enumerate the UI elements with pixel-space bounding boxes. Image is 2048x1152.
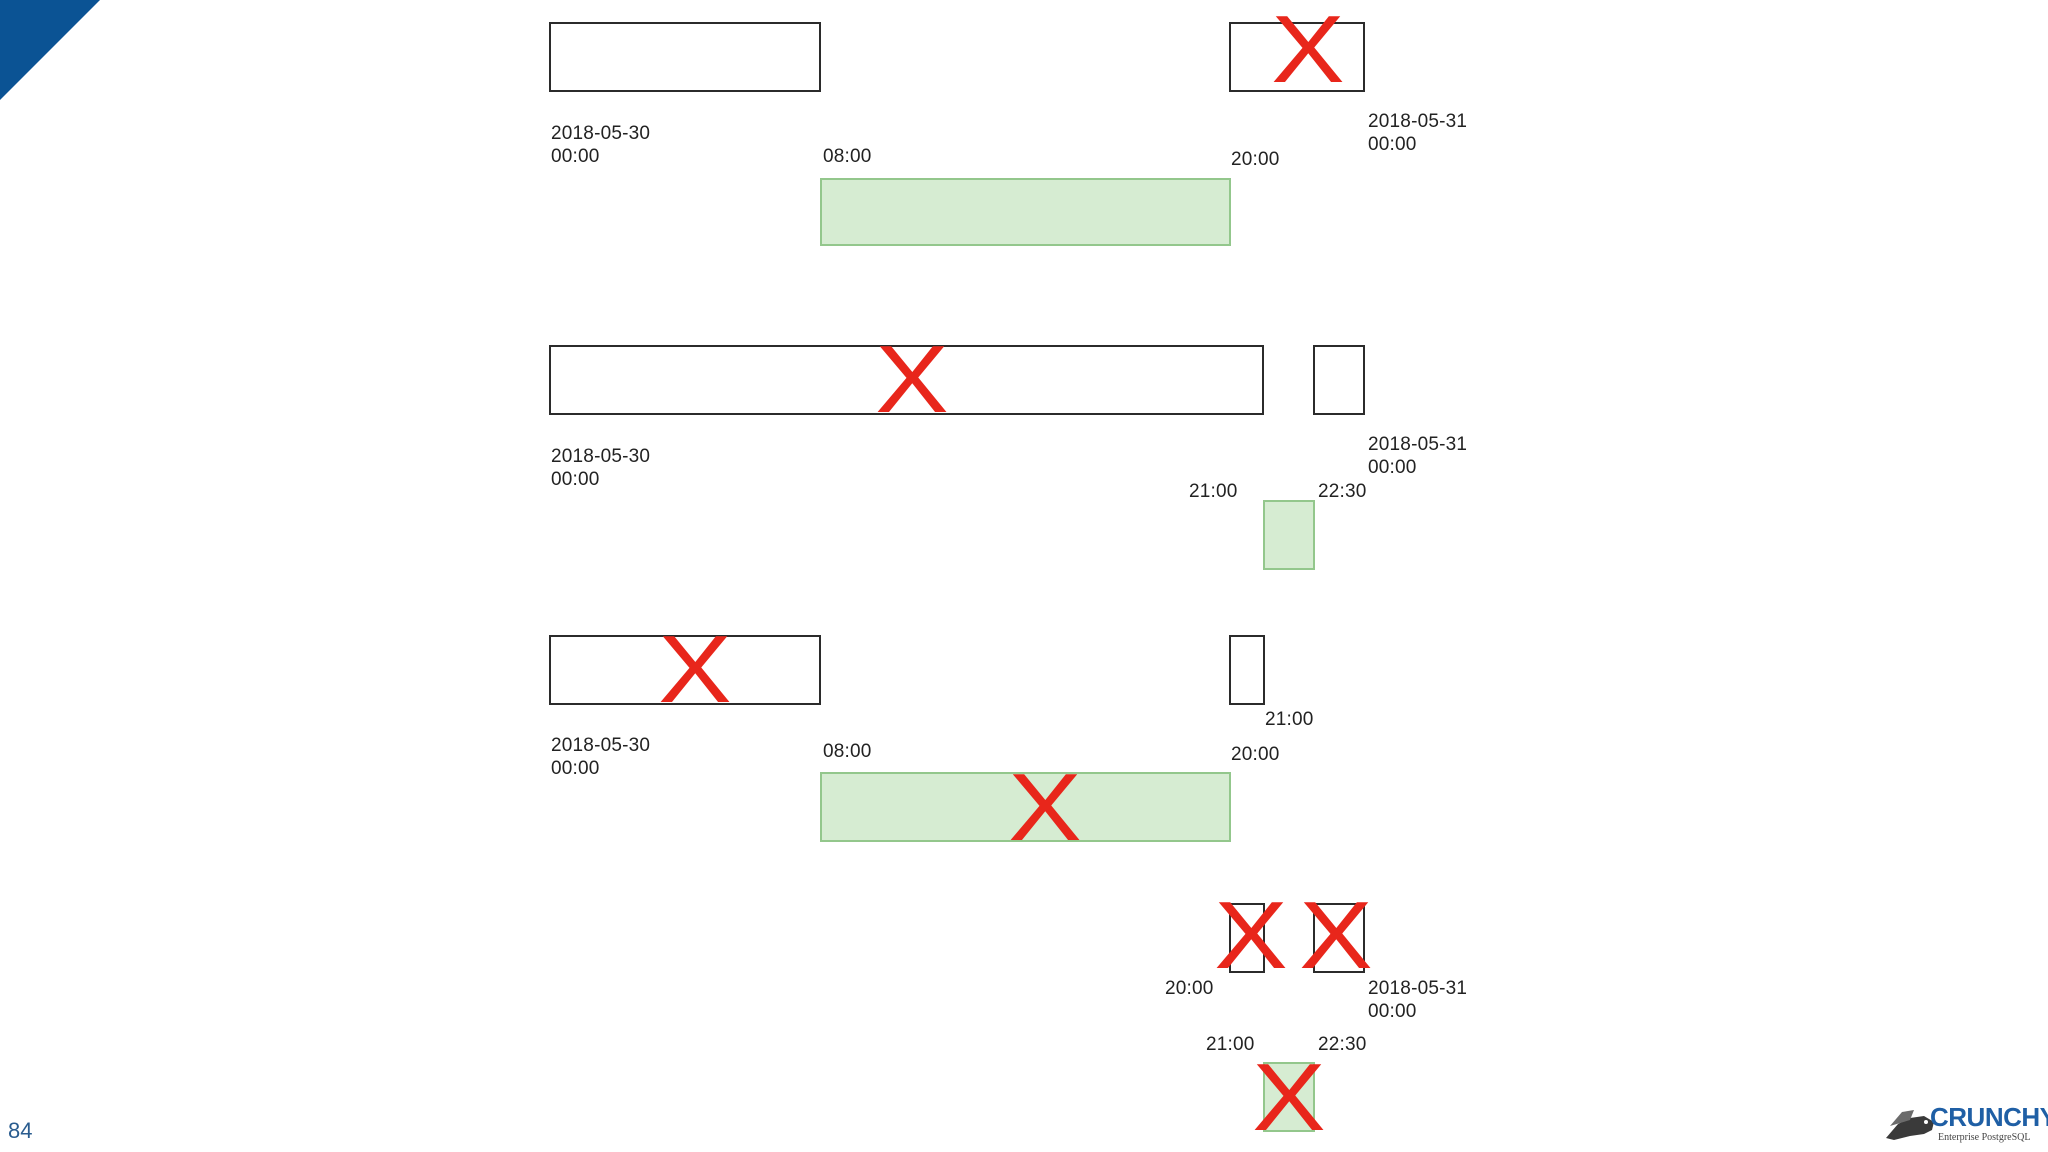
d3-start-label: 2018-05-30 00:00 xyxy=(551,735,651,779)
d3-t1-label: 08:00 xyxy=(823,741,872,762)
d3-cross-mark-box: X xyxy=(658,616,732,723)
d3-t2-label: 20:00 xyxy=(1231,744,1280,765)
d4-cross-mark-range: X xyxy=(1252,1044,1326,1151)
d3-green-range xyxy=(820,772,1231,842)
d2-interval-box-end xyxy=(1313,345,1365,415)
d2-green-range xyxy=(1263,500,1315,570)
d1-interval-box-end xyxy=(1229,22,1365,92)
d2-t1-label: 21:00 xyxy=(1189,481,1238,502)
d3-t3-label: 21:00 xyxy=(1265,709,1314,730)
d4-cross-mark-right: X xyxy=(1299,882,1373,989)
d2-cross-mark: X xyxy=(875,326,949,433)
d4-green-range xyxy=(1263,1062,1315,1132)
d1-t1-label: 08:00 xyxy=(823,146,872,167)
d4-t3-label: 22:30 xyxy=(1318,1034,1367,1055)
d2-t2-label: 22:30 xyxy=(1318,481,1367,502)
d2-end-label: 2018-05-31 00:00 xyxy=(1368,434,1468,478)
d1-green-range xyxy=(820,178,1231,246)
d1-cross-mark: X xyxy=(1271,0,1345,103)
page-number: 84 xyxy=(8,1118,33,1143)
d4-t2-label: 21:00 xyxy=(1206,1034,1255,1055)
d1-start-label: 2018-05-30 00:00 xyxy=(551,123,651,167)
d1-t2-label: 20:00 xyxy=(1231,149,1280,170)
d4-end-label: 2018-05-31 00:00 xyxy=(1368,978,1468,1022)
d4-interval-box-left xyxy=(1229,903,1265,973)
d3-cross-mark-range: X xyxy=(1008,754,1082,861)
d4-cross-mark-left: X xyxy=(1214,882,1288,989)
d2-interval-box-main xyxy=(549,345,1264,415)
d4-interval-box-right xyxy=(1313,903,1365,973)
d4-t1-label: 20:00 xyxy=(1165,978,1214,999)
corner-accent-triangle xyxy=(0,0,100,100)
logo-wordmark: CRUNCHY xyxy=(1930,1102,2048,1132)
elephant-icon xyxy=(1886,1110,1934,1140)
d1-interval-box-start xyxy=(549,22,821,92)
crunchy-logo: CRUNCHY Enterprise PostgreSQL xyxy=(1880,1094,2048,1152)
d2-start-label: 2018-05-30 00:00 xyxy=(551,446,651,490)
logo-tagline: Enterprise PostgreSQL xyxy=(1938,1132,2031,1143)
d1-end-label: 2018-05-31 00:00 xyxy=(1368,111,1468,155)
d3-interval-box-small xyxy=(1229,635,1265,705)
d3-interval-box-start xyxy=(549,635,821,705)
